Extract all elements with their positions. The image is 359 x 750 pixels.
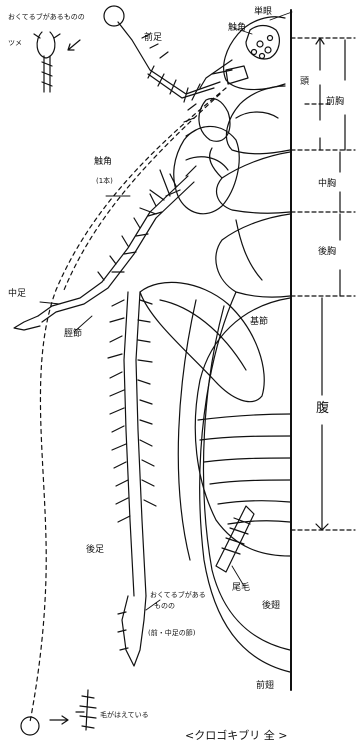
hind-leg-label: 後足	[86, 546, 104, 555]
tibia-label: 脛節	[64, 330, 82, 339]
abdomen-shape	[195, 298, 290, 556]
tail-hair-label: 尾毛	[232, 584, 250, 593]
coxa-label: 基節	[250, 318, 268, 327]
prothorax-label: 前胸	[326, 98, 344, 107]
mesothorax-label: 中胸	[318, 180, 336, 189]
middle-leg-tibia	[14, 166, 196, 330]
top-note-claw: ツメ	[8, 40, 22, 47]
bottom-antenna-detail	[76, 690, 96, 730]
antenna-label: 触角	[94, 158, 112, 167]
antenna-root-label: 触角	[228, 24, 246, 33]
wing-note-label: おくてるブがある	[150, 592, 206, 599]
bracket-lines	[316, 38, 345, 530]
hind-leg-tibia	[108, 292, 156, 666]
caption: <クロゴキブリ 全 >	[185, 727, 287, 743]
bottom-circle-icon	[21, 716, 68, 735]
head-label: 頭	[300, 78, 309, 87]
hind-leg-femur	[140, 282, 264, 401]
middle-leg-body	[174, 126, 239, 213]
bottom-note-label: 毛がはえている	[100, 712, 149, 719]
prothorax-shape	[226, 86, 290, 154]
wing-note-label-2: ものの	[154, 603, 175, 610]
eye-label: 単眼	[254, 8, 272, 17]
front-wing-label: 前翅	[256, 682, 274, 691]
claw-detail	[34, 32, 60, 92]
leader-lines	[40, 12, 292, 610]
wing-note-label-3: (前・中足の節)	[148, 630, 195, 637]
hind-wing-label: 後翅	[262, 602, 280, 611]
front-femur	[184, 99, 230, 142]
thorax-plates	[210, 148, 290, 297]
front-leg-label: 前足	[144, 34, 162, 43]
middle-leg-label: 中足	[8, 290, 26, 299]
abdomen-label: 腹	[316, 402, 329, 415]
top-note: おくてるブがあるものの	[8, 14, 85, 21]
metathorax-label: 後胸	[318, 248, 336, 257]
antenna-sub-label: (1本)	[96, 178, 113, 185]
segment-brackets	[291, 38, 355, 530]
